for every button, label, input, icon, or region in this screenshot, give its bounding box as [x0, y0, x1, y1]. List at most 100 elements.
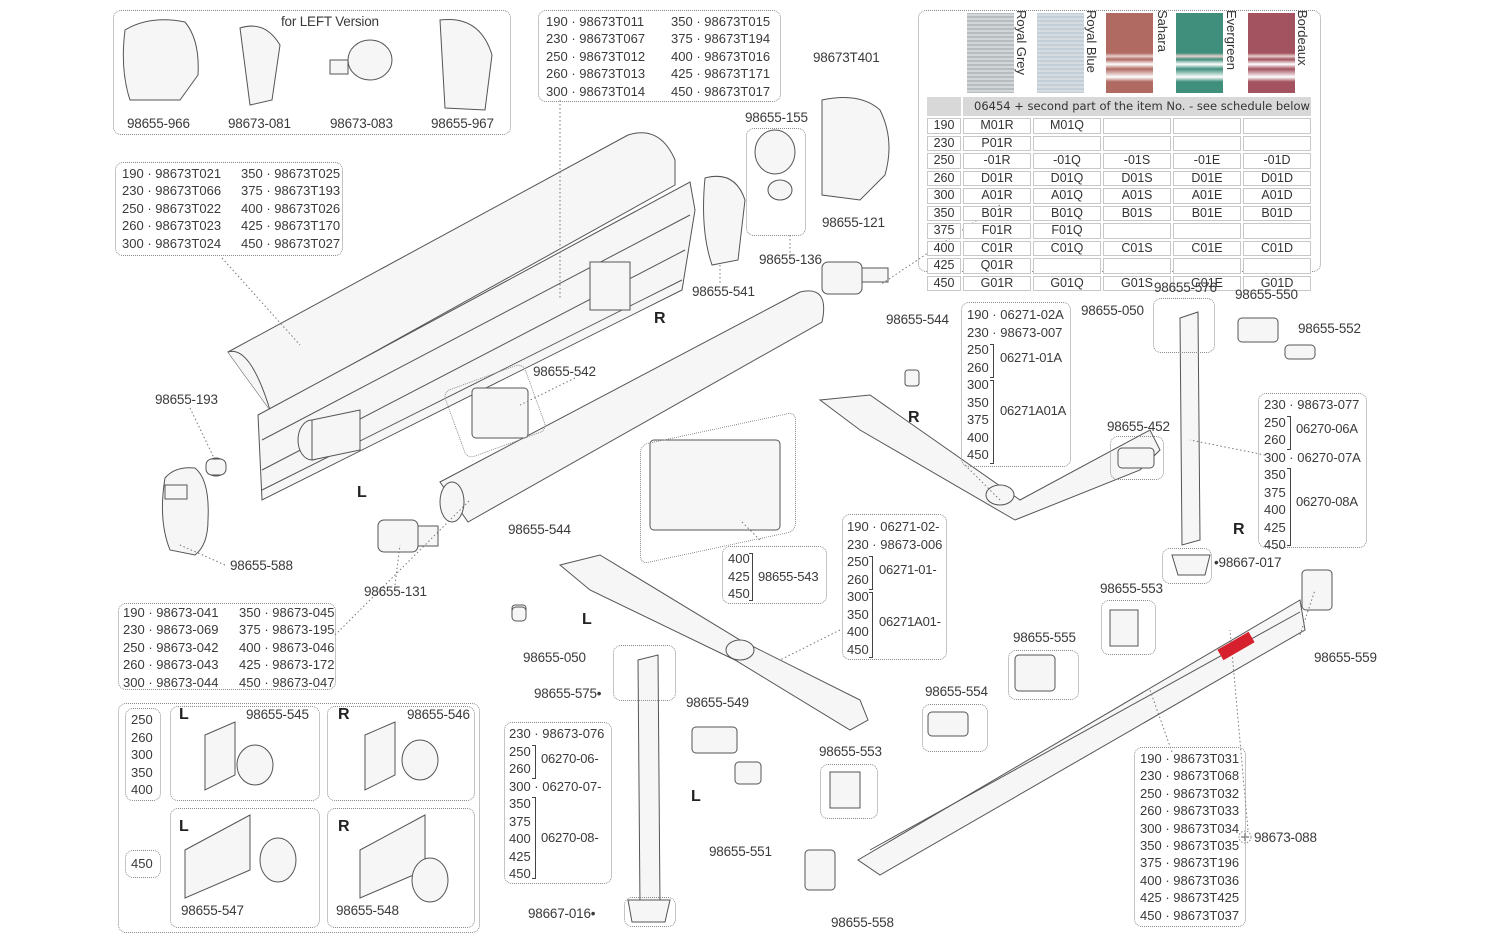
fabric-code-cell: D01E	[1173, 170, 1241, 186]
arm-left-table	[842, 514, 947, 660]
size: 450	[967, 447, 989, 462]
table-row: 190 · 98673T021	[122, 166, 222, 181]
fabric-code-cell	[1103, 135, 1171, 151]
fabric-code-cell: A01R	[963, 188, 1031, 204]
table-row: 260 · 98673T013	[546, 66, 646, 82]
table-row: 450 · 98673T037	[1140, 907, 1240, 923]
size-cell: 300	[927, 188, 961, 204]
side-marker: L	[357, 484, 367, 501]
fabric-code-cell: B01E	[1173, 205, 1241, 221]
table-row: 450 · 98673T027	[241, 235, 341, 251]
side-marker: R	[338, 706, 350, 723]
table-row: 250-01R-01Q-01S-01E-01D	[927, 153, 1312, 169]
table-row: 425 · 98673T170	[241, 218, 341, 234]
fabric-code-cell: A01Q	[1033, 188, 1101, 204]
fabric-code-cell: F01Q	[1033, 223, 1101, 239]
support-table	[722, 546, 827, 604]
part-label: 98673-088	[1254, 830, 1317, 845]
size: 250	[847, 554, 869, 569]
part-label: 98655-543	[758, 569, 819, 584]
part-label: 06271A01-	[879, 614, 941, 629]
size: 250	[1264, 414, 1286, 430]
table-row: 230 · 98673-006	[847, 536, 943, 552]
support-rows: 400 425 450	[728, 550, 750, 603]
part-label: 98673-083	[330, 116, 393, 131]
part-label: 98655-559	[1314, 650, 1377, 665]
left-arm-drawing	[511, 554, 869, 731]
part-label: 98655-541	[692, 284, 755, 299]
top-rail-col-1: 190 · 98673T011 230 · 98673T067 250 · 98…	[546, 13, 645, 100]
part-label: 06270-08-	[541, 830, 599, 845]
swatch-royal-blue	[1037, 13, 1084, 93]
table-row: 350 · 98673T025	[241, 166, 341, 181]
cover-col-2: 350 · 98673T025 375 · 98673T193 400 · 98…	[241, 165, 340, 252]
table-row: 425 · 98673T425	[1140, 890, 1240, 906]
fabric-code-cell: C01E	[1173, 240, 1241, 256]
part-label: 98673-081	[228, 116, 291, 131]
fabric-code-cell: C01R	[963, 240, 1031, 256]
fabric-code-cell: G01R	[963, 275, 1031, 291]
table-row: 190 · 98673T011	[546, 14, 645, 29]
table-row: 400 · 98673T026	[241, 200, 341, 216]
fabric-code-cell	[1173, 118, 1241, 134]
part-label: 98655-050	[1081, 303, 1144, 318]
part-label: 98655-551	[709, 844, 772, 859]
roller-col-2: 350 · 98673-045 375 · 98673-195 400 · 98…	[239, 604, 334, 691]
table-row: 300 · 06270-07A	[1264, 449, 1361, 465]
fabric-header-row: 06454 + second part of the item No. - se…	[927, 97, 1312, 116]
size: 400	[1264, 502, 1286, 517]
fabric-code-cell: B01S	[1103, 205, 1171, 221]
table-row: 450 · 98673T017	[671, 83, 771, 99]
part-label: 98655-576	[1154, 280, 1217, 295]
top-rail-table	[538, 10, 781, 102]
part-label: 98655-554	[925, 684, 988, 699]
part-label: 98667-016•	[528, 906, 596, 921]
left-version-heading: for LEFT Version	[281, 14, 379, 29]
part-label: 98655-547	[181, 903, 244, 918]
size: 450	[847, 641, 869, 657]
fabric-code-cell	[1173, 135, 1241, 151]
table-row: 300 · 06270-07-	[509, 778, 602, 794]
table-row: 300 · 98673T014	[546, 83, 646, 99]
part-group-box	[1101, 600, 1156, 655]
table-row: 375 · 98673T193	[241, 183, 341, 199]
table-row: 300 · 98673T034	[1140, 820, 1240, 836]
table-row: 350 · 98673-045	[239, 605, 335, 620]
part-group-box	[1008, 650, 1079, 700]
swatch-label: Royal Blue	[1084, 10, 1099, 73]
size: 350	[509, 796, 531, 811]
fabric-code-cell	[1033, 258, 1101, 274]
roller-col-1: 190 · 98673-041 230 · 98673-069 250 · 98…	[123, 604, 218, 691]
arm-right-rows: 190 · 06271-02A 230 · 98673-007 250 260 …	[967, 306, 1064, 464]
kit-cell	[170, 706, 320, 801]
table-row: 400 · 98673T016	[671, 48, 771, 64]
table-row: 230 · 98673T066	[122, 183, 222, 199]
table-row: 230 · 98673T068	[1140, 768, 1240, 784]
case-profile-drawing	[257, 181, 696, 501]
side-marker: L	[179, 818, 189, 835]
fabric-code-cell: A01D	[1243, 188, 1312, 204]
fabric-code-cell: G01Q	[1033, 275, 1101, 291]
size-cell: 190	[927, 118, 961, 134]
size: 260	[847, 571, 869, 587]
swatch-bordeaux	[1248, 13, 1295, 93]
table-row: 400 · 98673-046	[239, 639, 335, 655]
fabric-code-cell: -01D	[1243, 153, 1312, 169]
kit-cell	[327, 808, 475, 928]
fabric-code-cell: -01Q	[1033, 153, 1101, 169]
part-label: 06270-06-	[541, 751, 599, 766]
size: 400	[131, 782, 153, 797]
size: 250	[967, 342, 989, 357]
size: 450	[728, 586, 750, 601]
fabric-code-cell: C01D	[1243, 240, 1312, 256]
table-row: 300 · 98673T024	[122, 235, 222, 251]
part-group-box	[746, 128, 806, 236]
front-rail-col: 190 · 98673T031 230 · 98673T068 250 · 98…	[1140, 750, 1239, 924]
fabric-code-cell: D01D	[1243, 170, 1312, 186]
size: 300	[967, 377, 989, 392]
side-marker: R	[654, 310, 666, 327]
part-group-box	[613, 645, 676, 701]
